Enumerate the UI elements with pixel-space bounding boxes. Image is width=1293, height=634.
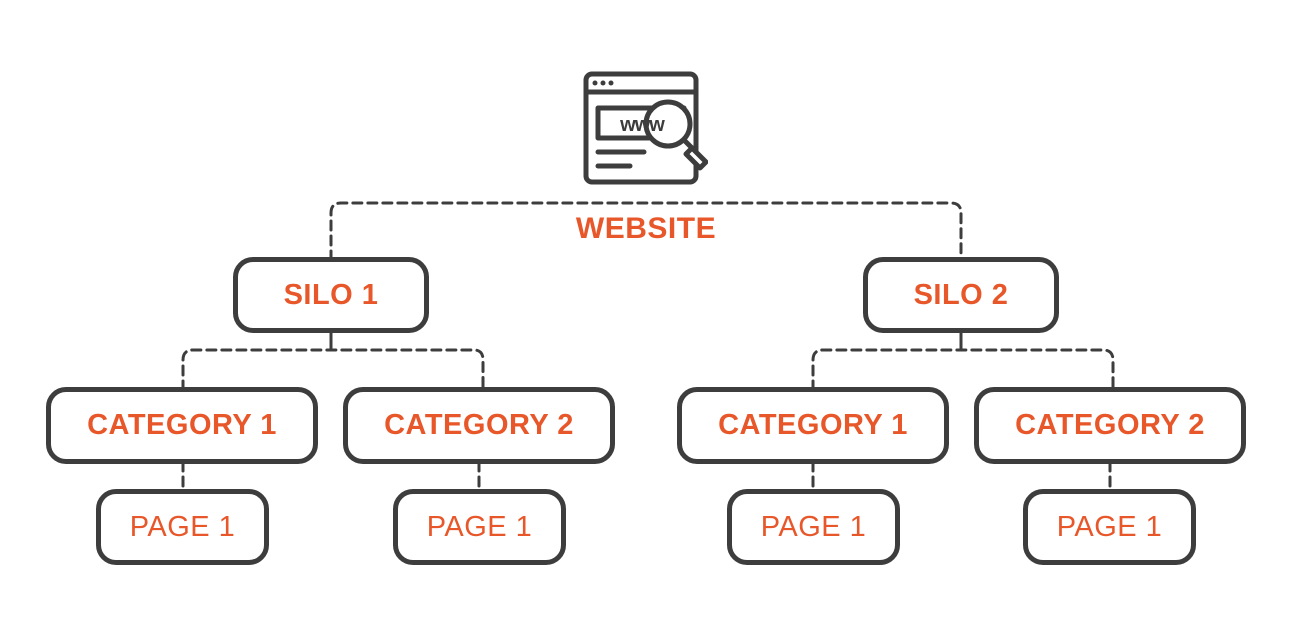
silo-2-category-1-page-node: PAGE 1 xyxy=(727,489,900,565)
silo-2-node: SILO 2 xyxy=(863,257,1059,333)
silo-2-connector xyxy=(811,348,1115,392)
root-connector xyxy=(329,201,963,262)
silo-1-node: SILO 1 xyxy=(233,257,429,333)
silo-1-category-2-page-node: PAGE 1 xyxy=(393,489,566,565)
silo-2-category-2-page-node: PAGE 1 xyxy=(1023,489,1196,565)
browser-www-search-icon: www xyxy=(583,71,708,185)
silo-2-category-1-node: CATEGORY 1 xyxy=(677,387,949,464)
silo-2-category-2-node: CATEGORY 2 xyxy=(974,387,1246,464)
silo-1-connector xyxy=(181,348,485,392)
silo-1-category-1-page-node: PAGE 1 xyxy=(96,489,269,565)
silo-1-category-2-node: CATEGORY 2 xyxy=(343,387,615,464)
svg-text:www: www xyxy=(619,114,665,136)
website-label: WEBSITE xyxy=(546,212,746,246)
silo-1-category-1-node: CATEGORY 1 xyxy=(46,387,318,464)
